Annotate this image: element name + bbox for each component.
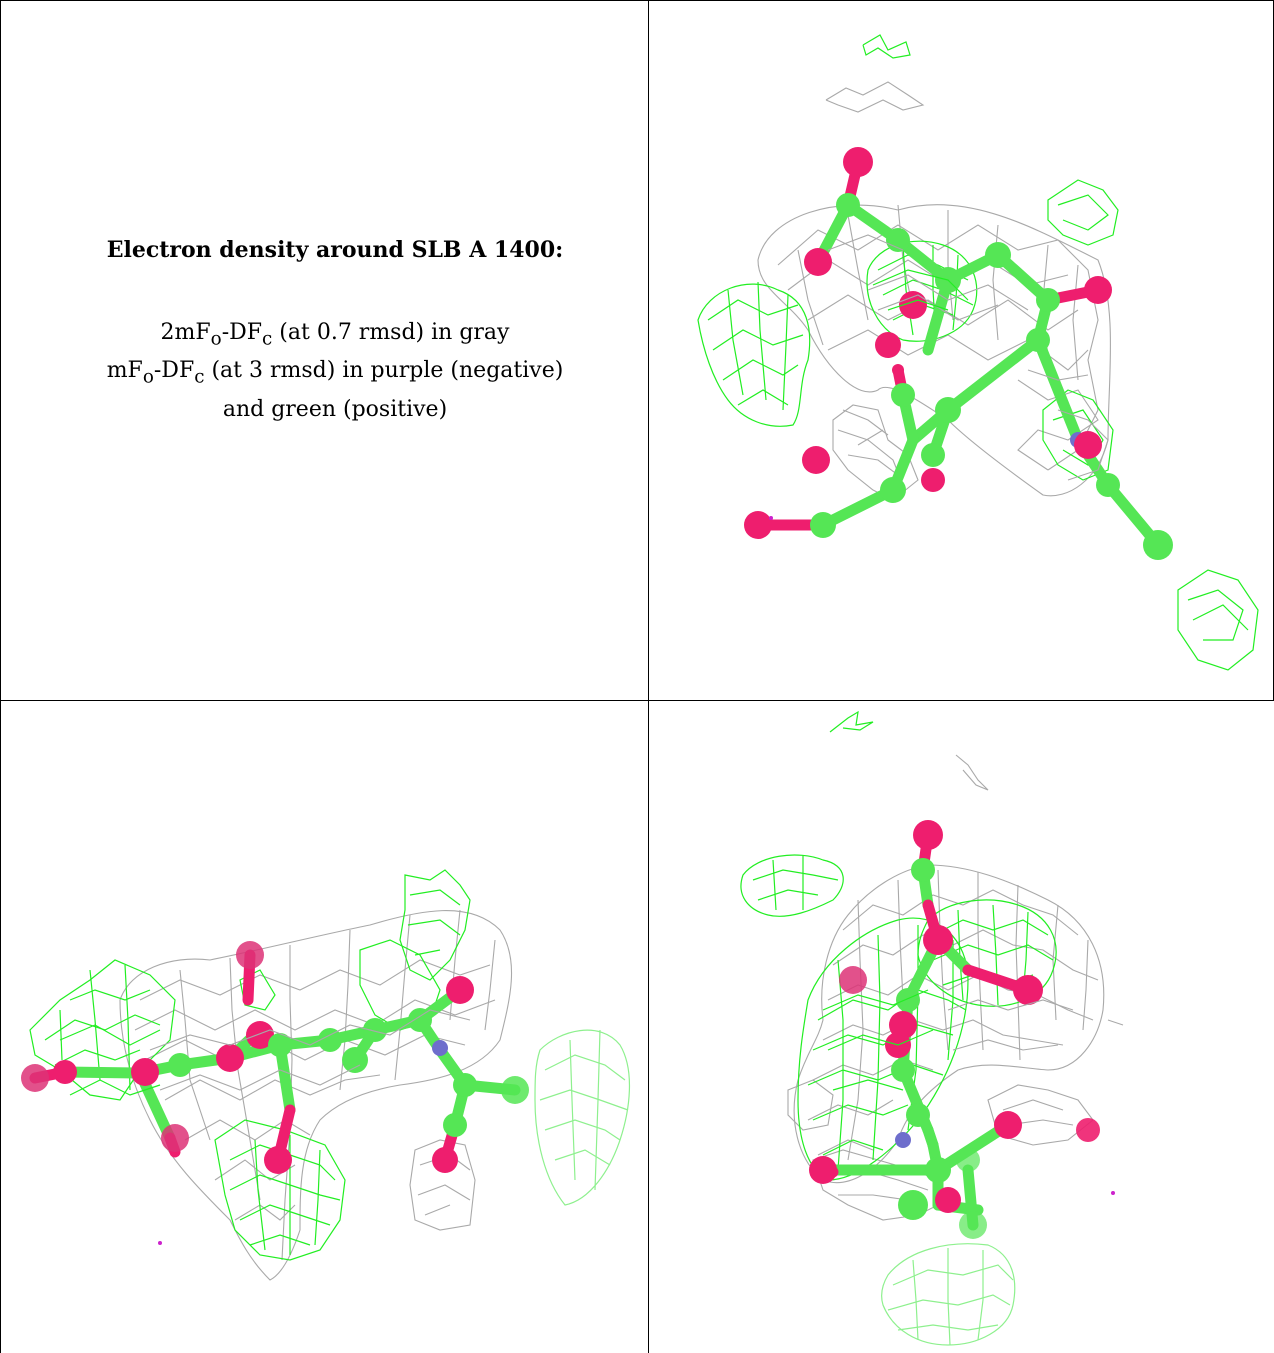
rule-center: [648, 0, 649, 1353]
density-view-3: [648, 700, 1274, 1353]
rule-middle: [0, 700, 1274, 701]
caption-title: Electron density around SLB A 1400:: [106, 237, 564, 263]
density-view-2: [0, 700, 648, 1353]
caption-line-2fofc: 2mFo-DFc (at 0.7 rmsd) in gray: [160, 320, 510, 350]
density-view-1: [648, 0, 1274, 700]
density-view-1-image: [697, 34, 1259, 671]
rule-left: [0, 0, 1, 1353]
density-view-2-image: [21, 869, 631, 1281]
caption: Electron density around SLB A 1400: 2mFo…: [40, 235, 630, 426]
caption-panel: Electron density around SLB A 1400: 2mFo…: [0, 0, 648, 700]
caption-line-fofc: mFo-DFc (at 3 rmsd) in purple (negative): [106, 358, 564, 388]
caption-line-positive: and green (positive): [222, 396, 448, 422]
rule-top: [0, 0, 1274, 1]
density-view-3-image: [740, 710, 1124, 1346]
